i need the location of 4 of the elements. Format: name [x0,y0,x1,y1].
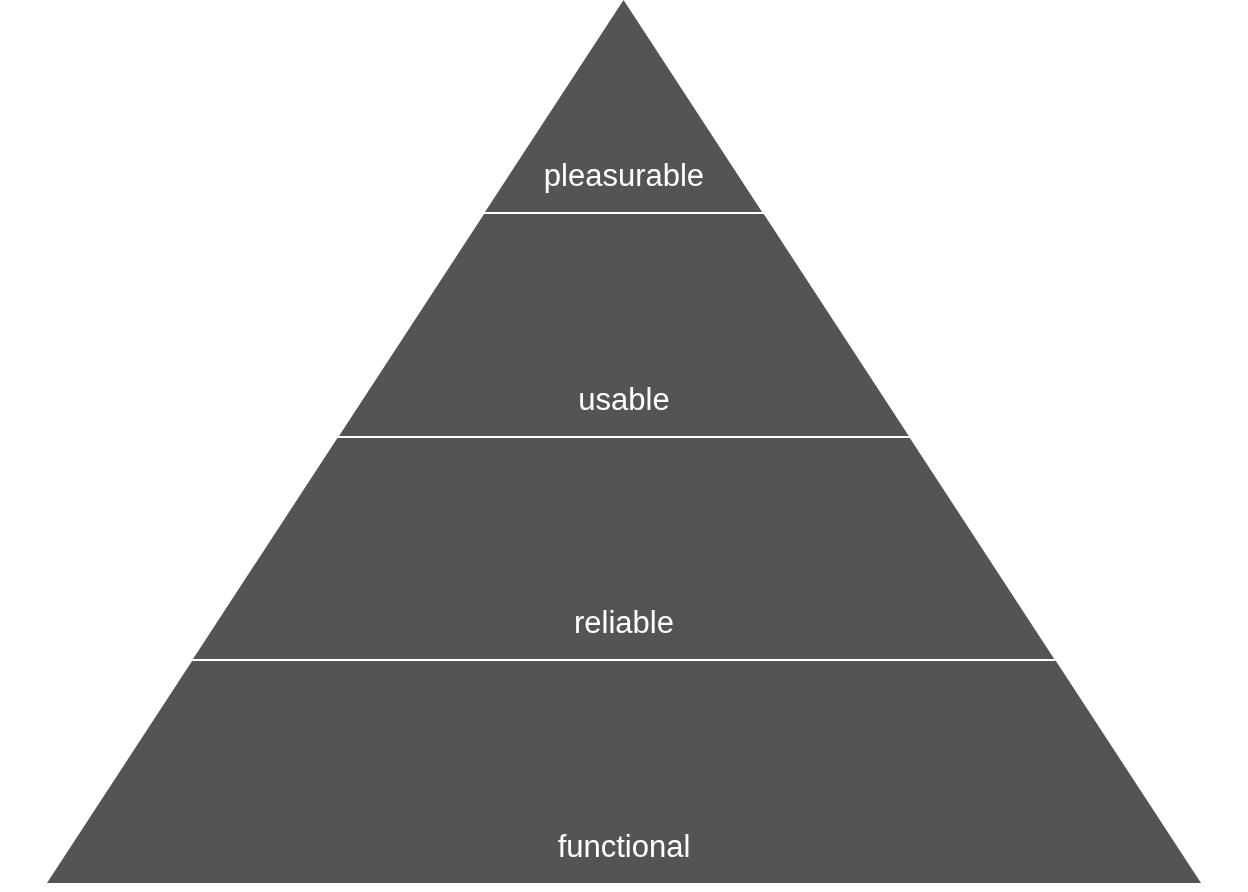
level-label: pleasurable [543,158,705,194]
level-label: reliable [574,605,674,641]
level-label: functional [557,829,691,865]
level-label: usable [578,382,670,418]
